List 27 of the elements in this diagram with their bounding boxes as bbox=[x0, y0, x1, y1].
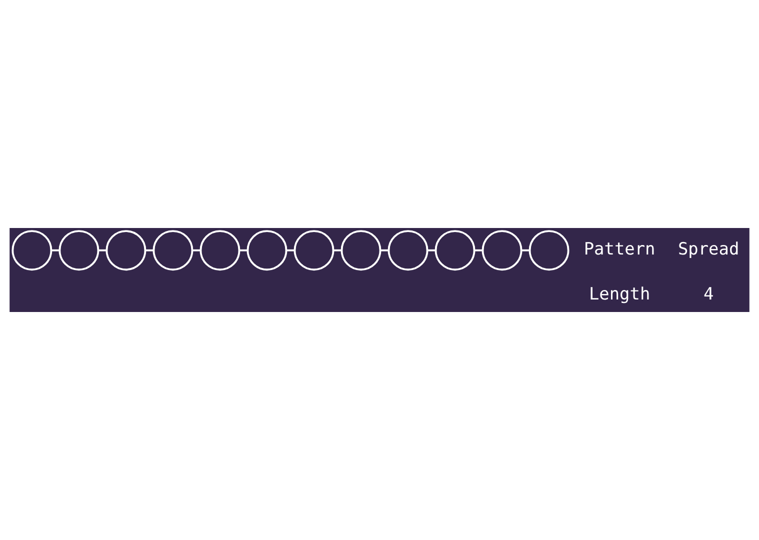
node-circle bbox=[528, 230, 570, 271]
node-circle bbox=[200, 230, 240, 271]
node-circle bbox=[58, 230, 100, 271]
node-circle bbox=[152, 230, 194, 271]
label: 4 bbox=[703, 283, 714, 304]
connector bbox=[428, 249, 436, 252]
label: Spread bbox=[678, 238, 740, 259]
connector bbox=[145, 249, 154, 252]
node-circle bbox=[246, 230, 288, 271]
connector bbox=[240, 249, 248, 252]
label: Pattern bbox=[584, 238, 656, 259]
node-circle bbox=[294, 230, 334, 271]
node-circle bbox=[388, 230, 428, 271]
connector bbox=[51, 249, 60, 252]
connector bbox=[380, 249, 389, 252]
node-circle bbox=[12, 230, 52, 271]
connector bbox=[286, 249, 295, 252]
node-circle bbox=[340, 230, 382, 271]
connector bbox=[522, 249, 530, 252]
label: Length bbox=[588, 283, 650, 304]
connector bbox=[334, 249, 342, 252]
node-circle bbox=[106, 230, 146, 271]
connector bbox=[192, 249, 200, 252]
node-circle bbox=[434, 230, 476, 271]
connector bbox=[98, 249, 106, 252]
node-circle bbox=[482, 230, 522, 271]
connector bbox=[474, 249, 483, 252]
